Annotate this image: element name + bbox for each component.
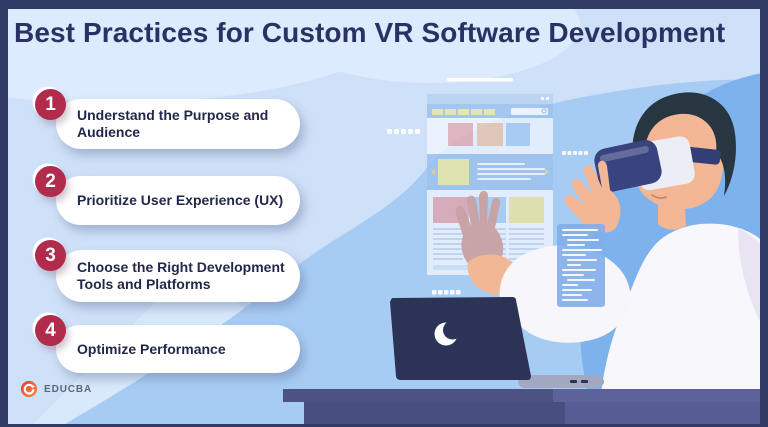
browser-navbar	[427, 104, 553, 118]
vr-headset	[594, 136, 721, 192]
shirt-torso	[598, 223, 768, 427]
frame-border-right	[760, 0, 768, 427]
code-snippet-panel	[557, 224, 605, 307]
search-icon	[541, 108, 547, 114]
frame-border-top	[0, 0, 768, 9]
chevron-right-icon	[545, 169, 549, 175]
browser-titlebar	[427, 94, 553, 104]
brand-logo: EDUCBA	[20, 380, 92, 398]
step-label-pill: Choose the Right Development Tools and P…	[56, 250, 300, 302]
step-label: Choose the Right Development Tools and P…	[77, 259, 285, 292]
headset-visor	[594, 140, 662, 192]
virtual-browser-window	[427, 94, 553, 275]
accent-line	[447, 78, 513, 82]
educba-icon	[20, 380, 38, 398]
step-number-badge: 4	[35, 315, 66, 346]
desk	[283, 389, 768, 427]
chevron-left-icon	[431, 169, 435, 175]
step-label: Optimize Performance	[77, 340, 226, 357]
step-number-badge: 3	[35, 240, 66, 271]
laptop-base	[518, 375, 605, 388]
step-label: Prioritize User Experience (UX)	[77, 192, 284, 208]
step-number-badge: 1	[35, 89, 66, 120]
hero-image-blocks	[448, 123, 530, 146]
moon-icon	[434, 320, 462, 346]
step-label-pill: Optimize Performance	[56, 325, 300, 373]
frame-border-bottom	[0, 424, 768, 427]
browser-search-box	[511, 108, 548, 115]
page-title: Best Practices for Custom VR Software De…	[14, 17, 726, 48]
hair	[632, 92, 736, 196]
step-label-pill: Understand the Purpose and Audience	[56, 99, 300, 149]
brand-name: EDUCBA	[44, 383, 93, 395]
raised-hand	[564, 160, 621, 233]
mouth	[651, 194, 667, 199]
carousel-banner	[427, 154, 553, 190]
frame-border-left	[0, 0, 8, 427]
laptop-lid	[390, 297, 531, 380]
laptop	[390, 297, 605, 388]
step-label: Understand the Purpose and Audience	[77, 107, 269, 140]
step-number-badge: 2	[35, 166, 66, 197]
step-label-pill: Prioritize User Experience (UX)	[56, 176, 300, 225]
